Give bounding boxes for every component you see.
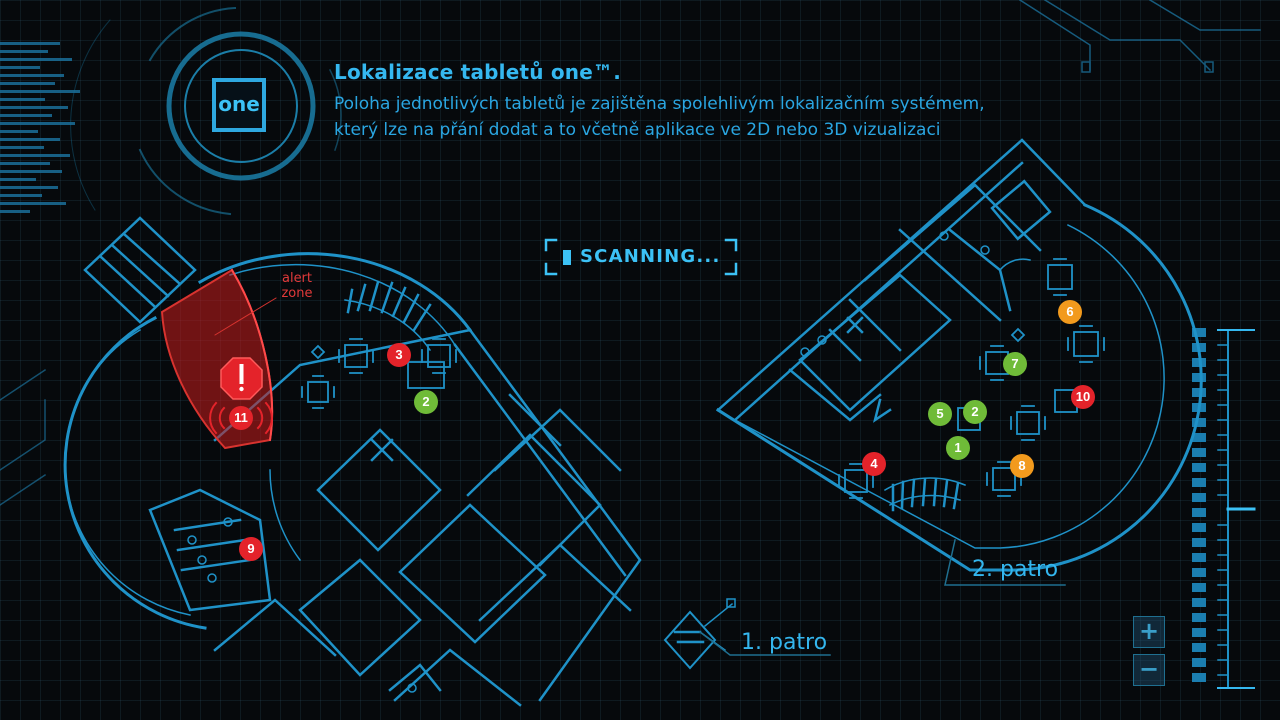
zoom-scale-decor — [1192, 328, 1256, 689]
tablet-marker[interactable]: 9 — [239, 537, 263, 561]
left-level-bars — [0, 42, 80, 213]
zoom-in-button[interactable]: + — [1133, 616, 1165, 648]
floor2-leader-line — [944, 539, 1066, 586]
logo-hud-rings — [70, 6, 342, 216]
tablet-marker[interactable]: 10 — [1071, 385, 1095, 409]
alert-zone-label: alert zone — [276, 271, 318, 301]
page-description: Poloha jednotlivých tabletů je zajištěna… — [334, 94, 985, 140]
floor1-leader-line — [698, 630, 831, 656]
floor1-label: 1. patro — [741, 630, 828, 655]
tablet-marker[interactable]: 7 — [1003, 352, 1027, 376]
alert-zone-text: alert zone — [281, 271, 313, 301]
floor1-plan — [63, 216, 736, 707]
tablet-marker[interactable]: 3 — [387, 343, 411, 367]
floor2-plan — [715, 138, 1203, 572]
scanning-frame — [544, 238, 738, 276]
tablet-marker[interactable]: 6 — [1058, 300, 1082, 324]
scanning-status: SCANNING... — [580, 246, 721, 267]
tablet-marker[interactable]: 2 — [963, 400, 987, 424]
top-right-decor — [1018, 0, 1261, 73]
alert-signal-waves — [209, 401, 273, 435]
alert-zone-area — [160, 268, 277, 450]
tablet-marker[interactable]: 1 — [946, 436, 970, 460]
alert-warning-icon — [220, 357, 263, 400]
tablet-marker[interactable]: 5 — [928, 402, 952, 426]
page-title: Lokalizace tabletů one™. — [334, 60, 622, 84]
alert-tablet-marker[interactable]: 11 — [229, 406, 253, 430]
logo-badge: one — [212, 78, 266, 132]
logo-text: one — [218, 92, 260, 116]
zoom-out-button[interactable]: − — [1133, 654, 1165, 686]
tablet-marker[interactable]: 4 — [862, 452, 886, 476]
tablet-marker[interactable]: 8 — [1010, 454, 1034, 478]
floor2-label: 2. patro — [972, 557, 1059, 582]
tablet-marker[interactable]: 2 — [414, 390, 438, 414]
left-decor-lines — [0, 368, 47, 506]
